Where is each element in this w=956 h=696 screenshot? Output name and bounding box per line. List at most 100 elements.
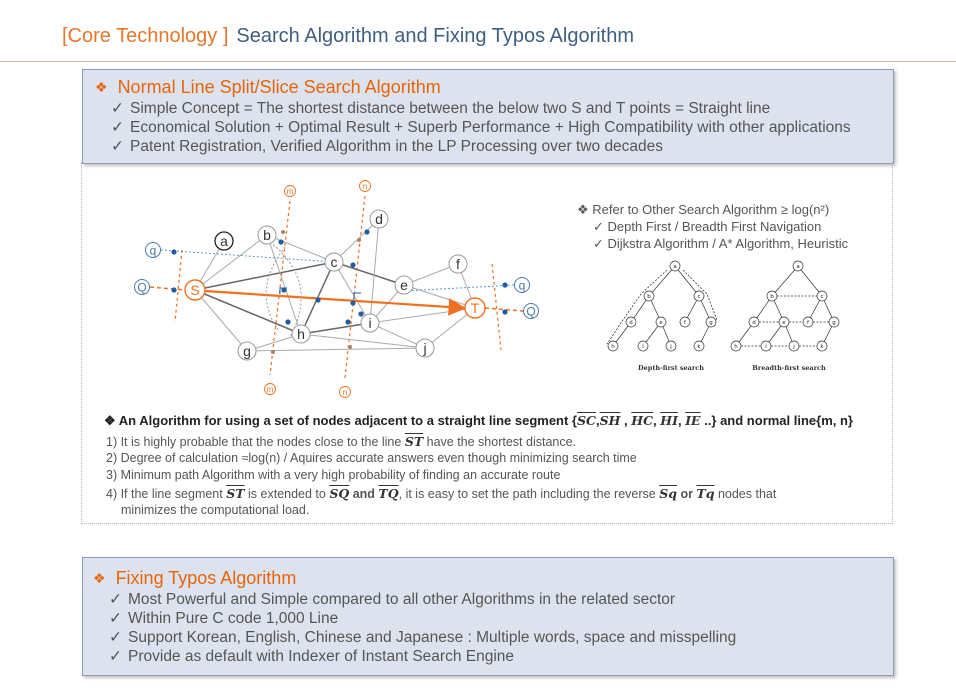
item-text: and bbox=[349, 487, 379, 501]
graph-node-i bbox=[360, 313, 380, 333]
tree-node-label: d bbox=[629, 320, 633, 326]
tree-node-label: d bbox=[752, 320, 756, 326]
tree-node bbox=[693, 340, 705, 352]
normal-label-circle bbox=[339, 386, 351, 398]
tree-node bbox=[748, 316, 760, 328]
graph-node-c bbox=[324, 252, 344, 272]
page-title: [Core Technology ]Search Algorithm and F… bbox=[62, 25, 634, 48]
tree-edge bbox=[674, 265, 700, 297]
graph-edge-b-c bbox=[266, 234, 335, 263]
tree-node-label: k bbox=[820, 344, 824, 350]
tree-node bbox=[792, 260, 804, 272]
tree-node bbox=[730, 340, 742, 352]
bullet-item: ✓Simple Concept = The shortest distance … bbox=[111, 99, 770, 118]
item-text: have the shortest distance. bbox=[423, 435, 577, 449]
algorithm-item-3: 3) Minimum path Algorithm with a very hi… bbox=[106, 468, 561, 482]
graph-node-f bbox=[448, 254, 468, 274]
graph-node-S bbox=[184, 279, 206, 301]
graph-node-label: e bbox=[400, 277, 408, 293]
dotted-arc bbox=[269, 241, 302, 338]
tree-node bbox=[679, 316, 691, 328]
tree-node-label: b bbox=[770, 294, 774, 300]
tree-node bbox=[816, 340, 828, 352]
reference-text: Refer to Other Search Algorithm ≥ log(n²… bbox=[592, 202, 830, 217]
graph-node-label: g bbox=[243, 343, 251, 359]
tree-node bbox=[655, 316, 667, 328]
reference-line-2: ✓ Depth First / Breadth First Navigation bbox=[593, 219, 821, 235]
normal-label-circle bbox=[264, 383, 276, 395]
tree-node bbox=[802, 316, 814, 328]
bullet-item: ✓Support Korean, English, Chinese and Ja… bbox=[109, 628, 736, 647]
dotted-arc bbox=[265, 246, 286, 333]
graph-node-label: j bbox=[422, 340, 426, 356]
bullet-text: Support Korean, English, Chinese and Jap… bbox=[128, 629, 737, 646]
graph-node-e bbox=[394, 275, 414, 295]
tree-node bbox=[705, 316, 717, 328]
graph-edge-S-g bbox=[194, 289, 248, 352]
section-normal-line-box: ❖Normal Line Split/Slice Search Algorith… bbox=[82, 69, 894, 164]
segment-sq: SQ bbox=[329, 486, 350, 501]
tree-node-label: k bbox=[697, 344, 701, 350]
graph-node-g bbox=[237, 341, 257, 361]
crossing-dot bbox=[281, 230, 285, 234]
item-text: or bbox=[676, 487, 697, 501]
tree-node-label: c bbox=[820, 294, 823, 300]
tree-node bbox=[760, 340, 772, 352]
heading-text: Normal Line Split/Slice Search Algorithm bbox=[117, 77, 441, 97]
diamond-bullet-icon: ❖ bbox=[577, 202, 593, 217]
tree-node bbox=[778, 316, 790, 328]
tree-node-label: j bbox=[669, 344, 672, 350]
tree-node-label: f bbox=[807, 320, 810, 326]
reference-line-3: ✓ Dijkstra Algorithm / A* Algorithm, Heu… bbox=[593, 236, 848, 252]
intersection-dot bbox=[285, 319, 291, 325]
bullet-text: Economical Solution + Optimal Result + S… bbox=[130, 119, 851, 136]
tree-node-label: a bbox=[796, 264, 799, 270]
check-icon: ✓ bbox=[111, 100, 124, 117]
tree-node bbox=[607, 340, 619, 352]
graph-node-label: Q bbox=[137, 280, 146, 294]
algorithm-item-1: 1) It is highly probable that the nodes … bbox=[106, 434, 576, 449]
segment-sq-lower: Sq bbox=[659, 486, 677, 501]
intersection-dot bbox=[278, 239, 284, 245]
diagram-frame bbox=[81, 162, 893, 524]
tree-node-label: i bbox=[642, 344, 644, 350]
graph-node-Q2 bbox=[523, 303, 539, 319]
tree-node-label: c bbox=[697, 294, 700, 300]
segment-tq: TQ bbox=[378, 486, 399, 501]
check-icon: ✓ bbox=[109, 648, 122, 665]
graph-edge-i-j bbox=[369, 322, 426, 349]
title-divider bbox=[0, 61, 956, 62]
section-normal-line-heading: ❖Normal Line Split/Slice Search Algorith… bbox=[95, 77, 441, 98]
tree-node bbox=[693, 290, 705, 302]
graph-edge-S-h bbox=[194, 289, 302, 335]
tree-node-label: j bbox=[792, 344, 795, 350]
bullet-text: Provide as default with Indexer of Insta… bbox=[128, 648, 515, 665]
graph-node-label: b bbox=[263, 227, 271, 243]
algorithm-heading-tail: ..} and normal line{m, n} bbox=[704, 413, 853, 428]
graph-edge-c-i bbox=[333, 261, 371, 324]
bullet-text: Most Powerful and Simple compared to all… bbox=[128, 591, 676, 608]
intersection-dot bbox=[345, 319, 351, 325]
intersection-dot bbox=[171, 249, 177, 255]
graph-node-q2 bbox=[514, 277, 530, 293]
intersection-dot bbox=[502, 309, 508, 315]
intersection-dot bbox=[350, 262, 356, 268]
tree-node bbox=[669, 260, 681, 272]
graph-node-label: i bbox=[368, 315, 371, 331]
tree-node-label: e bbox=[782, 320, 786, 326]
segment-st: ST bbox=[226, 486, 245, 501]
segment-sh: SH bbox=[599, 413, 621, 428]
normal-label-circle bbox=[284, 185, 296, 197]
graph-node-a bbox=[214, 231, 234, 251]
item-text: is extended to bbox=[244, 487, 330, 501]
bullet-item: ✓ Provide as default with Indexer of Inst… bbox=[109, 647, 514, 666]
normal-line-n bbox=[344, 195, 366, 379]
tree-node bbox=[828, 316, 840, 328]
dfs-path bbox=[606, 269, 668, 345]
normal-label-bottom: m bbox=[267, 385, 274, 394]
graph-node-label: q bbox=[519, 278, 526, 292]
graph-node-label: q bbox=[150, 243, 157, 257]
graph-edge-g-j bbox=[246, 347, 426, 352]
